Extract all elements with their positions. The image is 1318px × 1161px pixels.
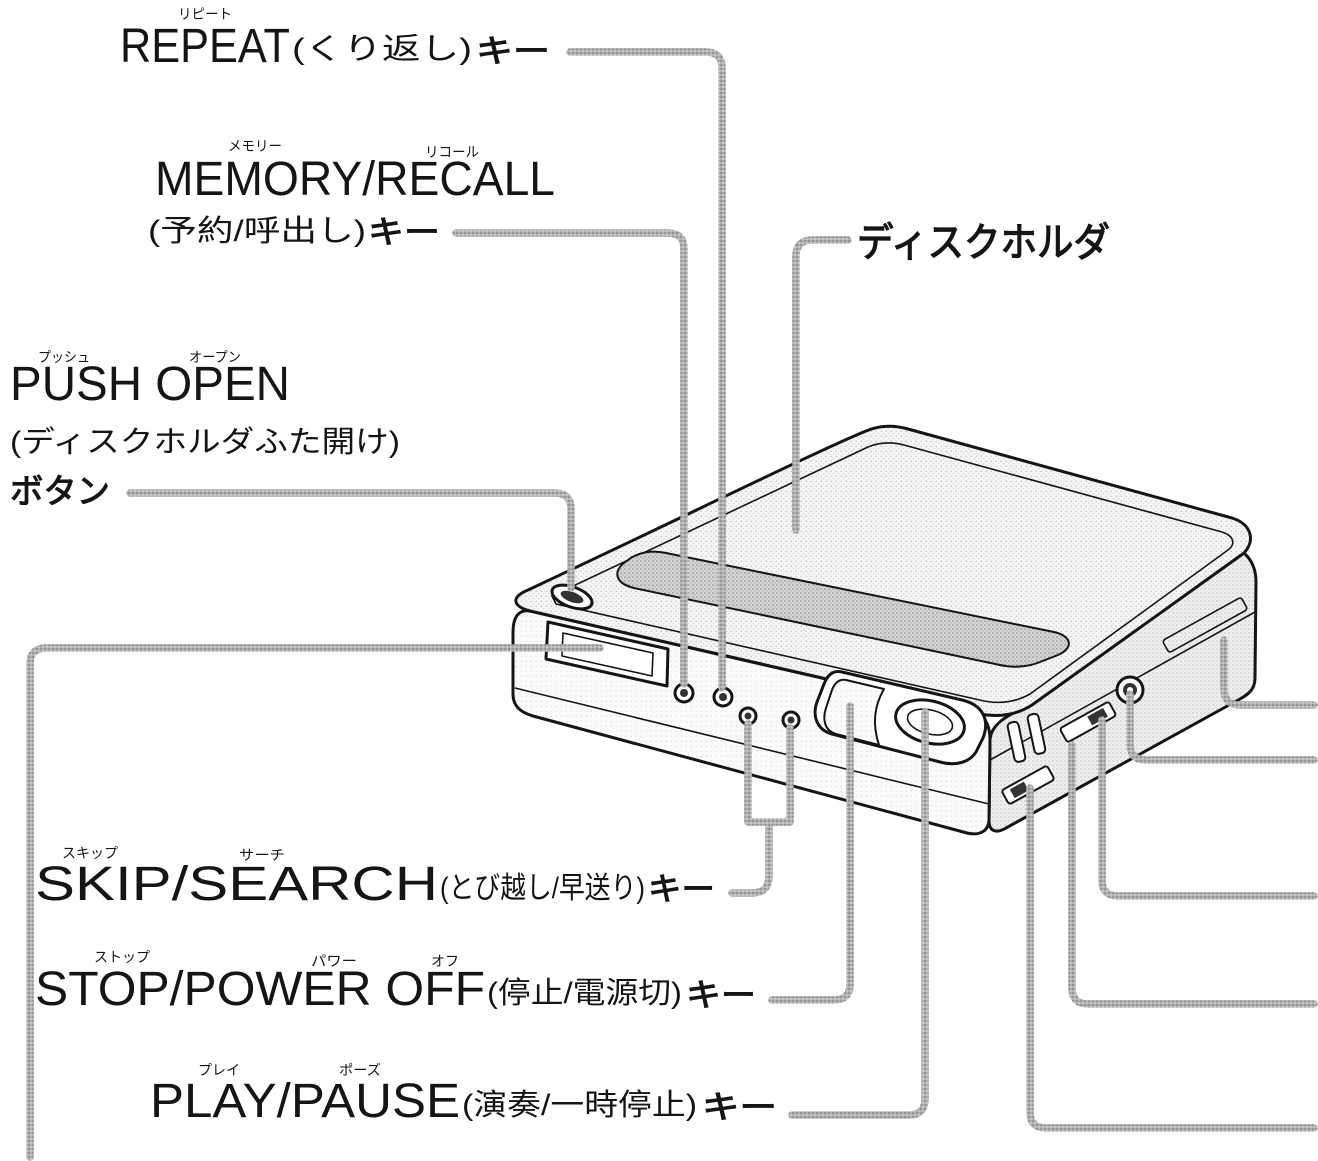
stop-power-off-title: STOP/POWER OFF [35, 963, 485, 1016]
side-connector-slot [1162, 597, 1248, 653]
memory-recall-button-center [680, 689, 688, 697]
callout-repeat-key: リピート REPEAT (くり返し) キー [120, 6, 550, 73]
leader-line-display [26, 644, 604, 1161]
disc-holder-front-bezel [616, 550, 1070, 668]
push-open-button-cap [560, 590, 584, 604]
callout-play-pause-key: プレイ ポーズ PLAY/PAUSE (演奏/一時停止) キー [150, 1062, 777, 1128]
leader-line-push-open-button [126, 489, 575, 592]
callout-stop-power-off-key: ストップ パワー オフ STOP/POWER OFF (停止/電源切) キー [35, 949, 756, 1016]
skip-ruby: スキップ [62, 845, 118, 861]
open-ruby: オープン [189, 349, 241, 365]
power-ruby: パワー [311, 953, 357, 969]
leader-line-right-5 [1026, 784, 1318, 1132]
off-ruby: オフ [431, 953, 459, 969]
skip-search-desc: (とび越し/早送り) [440, 872, 645, 905]
leader-line-skip-search-key [728, 818, 773, 897]
leader-lines [26, 48, 1318, 1161]
callout-push-open-button: プッシュ オープン PUSH OPEN (ディスクホルダふた開け) ボタン [10, 349, 400, 511]
leader-line-right-3 [1098, 716, 1318, 900]
disc-holder-title: ディスクホルダ [857, 220, 1110, 265]
callout-skip-search-key: スキップ サーチ SKIP/SEARCH (とび越し/早送り) キー [35, 845, 715, 911]
leader-line-stop-power-off-key [768, 702, 854, 1004]
repeat-desc: (くり返し) [292, 33, 472, 66]
leader-line-disc-holder [792, 236, 852, 534]
side-slider-lower-knob [1009, 781, 1029, 799]
memory-recall-desc: (予約/呼出し) [148, 215, 366, 248]
side-switch-b [1026, 712, 1047, 755]
side-slider-upper-knob [1087, 707, 1108, 726]
recall-ruby: リコール [425, 144, 479, 160]
skip-search-forward-button [781, 710, 801, 730]
play-pause-suffix: キー [702, 1089, 777, 1125]
play-pause-desc: (演奏/一時停止) [462, 1089, 697, 1122]
disc-holder-lid-outline [551, 442, 1234, 704]
leader-line-right-4 [1068, 741, 1318, 1008]
repeat-title: REPEAT [120, 20, 290, 73]
skip-forward-button-center [787, 716, 795, 724]
stop-ruby: ストップ [94, 949, 150, 965]
repeat-suffix: キー [476, 33, 550, 69]
push-ruby: プッシュ [38, 349, 90, 365]
repeat-button [712, 686, 734, 708]
stop-power-off-suffix: キー [686, 977, 756, 1013]
side-slider-upper [1059, 701, 1117, 743]
repeat-ruby: リピート [178, 6, 232, 22]
memory-recall-suffix: キー [368, 214, 440, 250]
leader-line-right-2 [1126, 690, 1318, 764]
skip-search-suffix: キー [648, 871, 715, 907]
leader-line-memory-recall-key [452, 229, 688, 688]
play-pause-title: PLAY/PAUSE [150, 1075, 460, 1128]
skip-search-title: SKIP/SEARCH [35, 858, 438, 911]
stop-power-off-button [823, 678, 885, 746]
memory-recall-title: MEMORY/RECALL [155, 153, 555, 206]
search-ruby: サーチ [239, 847, 285, 863]
push-open-title: PUSH OPEN [10, 358, 290, 411]
side-switch-a [1006, 720, 1027, 763]
skip-back-button-center [744, 712, 752, 720]
cd-player-illustration [511, 424, 1258, 836]
leader-line-repeat-key [566, 48, 726, 692]
memory-recall-button [673, 682, 695, 704]
repeat-button-center [719, 693, 727, 701]
leader-line-right-1 [1220, 636, 1318, 709]
memory-ruby: メモリー [228, 138, 282, 154]
push-open-button [550, 583, 594, 611]
callout-memory-recall-key: メモリー リコール MEMORY/RECALL (予約/呼出し) キー [148, 138, 555, 250]
push-open-suffix: ボタン [10, 473, 110, 511]
stop-power-off-desc: (停止/電源切) [487, 977, 682, 1010]
callout-disc-holder: ディスクホルダ [857, 220, 1110, 265]
side-controls [1001, 597, 1248, 805]
front-bottom-seam [514, 687, 990, 805]
push-open-desc: (ディスクホルダふた開け) [10, 426, 400, 459]
play-ruby: プレイ [198, 1062, 240, 1078]
pause-ruby: ポーズ [339, 1062, 381, 1078]
leader-line-play-pause-key [788, 708, 929, 1119]
